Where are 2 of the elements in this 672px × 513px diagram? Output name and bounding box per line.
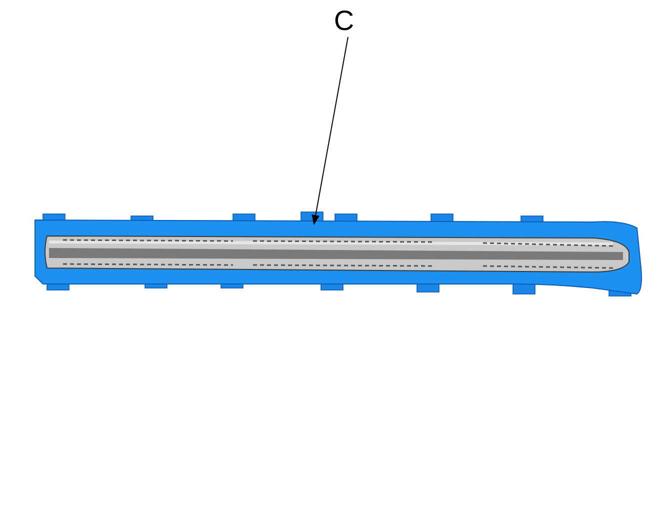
leader-line (312, 36, 348, 225)
callout-letter: C (331, 6, 357, 36)
